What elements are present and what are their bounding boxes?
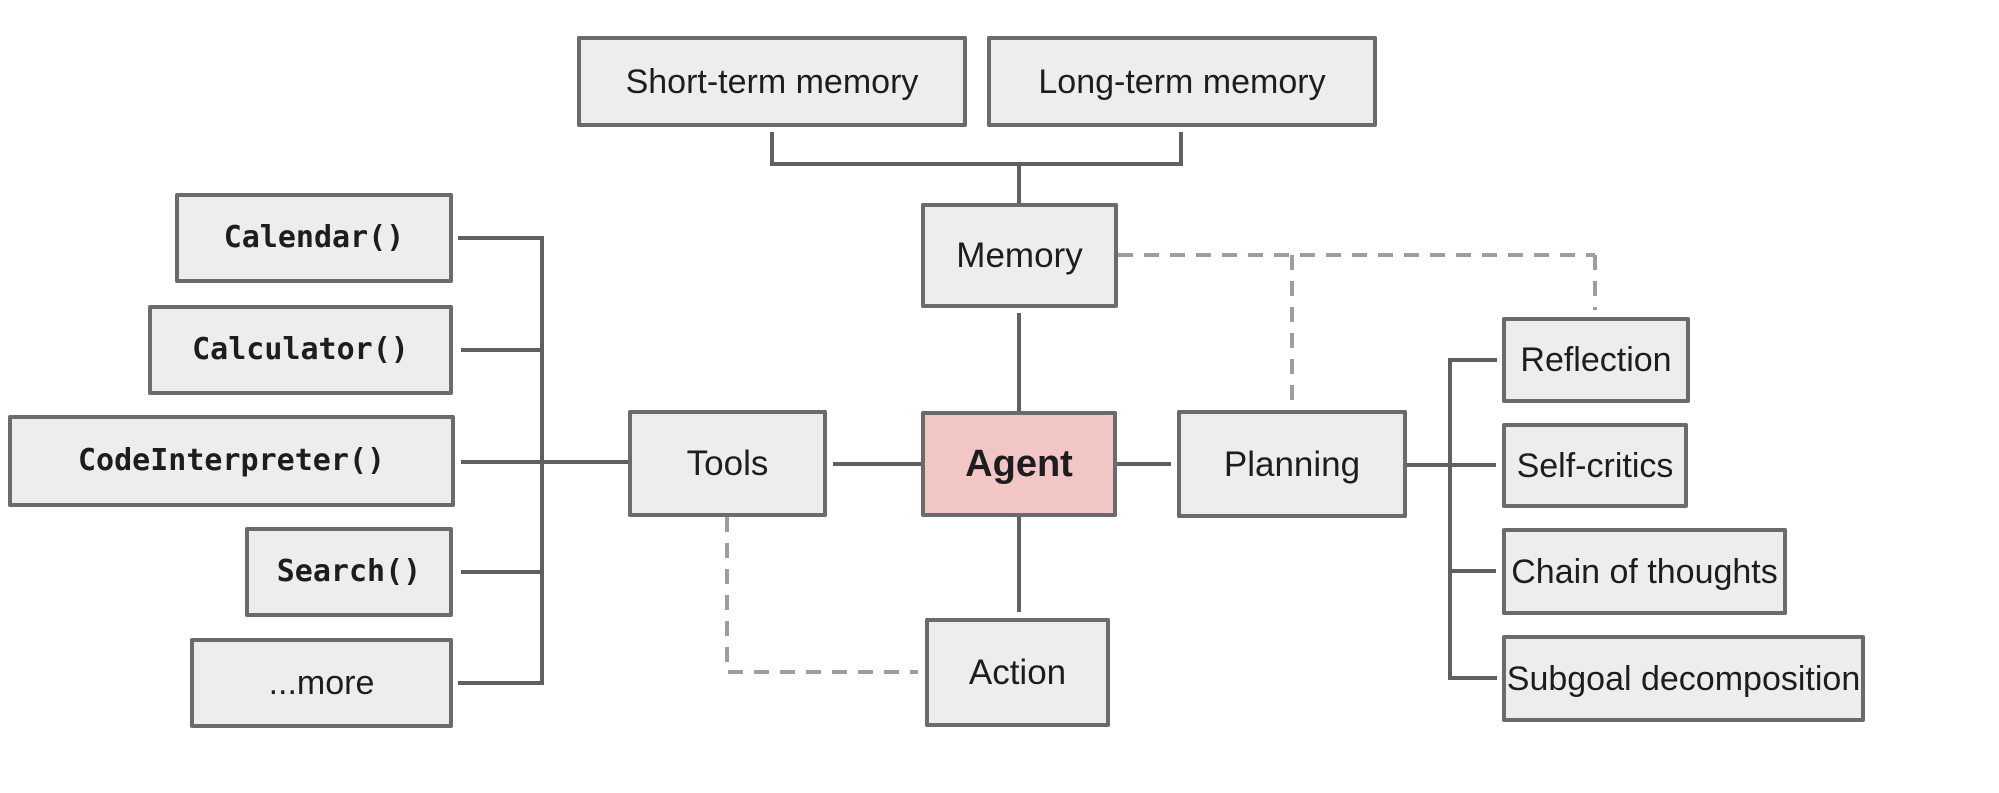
node-agent: Agent xyxy=(921,411,1117,517)
edge-left-trunk-calendar-more xyxy=(458,236,544,685)
node-search: Search() xyxy=(245,527,453,617)
node-agent-label: Agent xyxy=(965,443,1073,485)
node-chain-of-thoughts: Chain of thoughts xyxy=(1502,528,1787,615)
node-reflection: Reflection xyxy=(1502,317,1690,403)
node-more: ...more xyxy=(190,638,453,728)
node-code-interpreter-label: CodeInterpreter() xyxy=(77,443,386,478)
node-calculator: Calculator() xyxy=(148,305,453,395)
node-short-term-memory: Short-term memory xyxy=(577,36,967,127)
node-memory-label: Memory xyxy=(956,236,1083,275)
node-action: Action xyxy=(925,618,1110,727)
node-code-interpreter: CodeInterpreter() xyxy=(8,415,455,507)
node-subgoal-decomposition: Subgoal decomposition xyxy=(1502,635,1865,722)
node-long-term-memory-label: Long-term memory xyxy=(1038,62,1326,101)
node-action-label: Action xyxy=(968,653,1067,692)
edge-memory-to-shortterm-longterm xyxy=(770,132,1183,166)
node-planning-label: Planning xyxy=(1223,444,1361,484)
node-calendar-label: Calendar() xyxy=(223,220,405,255)
node-tools-label: Tools xyxy=(686,444,769,483)
node-short-term-memory-label: Short-term memory xyxy=(625,62,919,101)
node-self-critics-label: Self-critics xyxy=(1516,446,1674,485)
edge-tools-to-action-dashed xyxy=(725,517,918,674)
node-memory: Memory xyxy=(921,203,1118,308)
node-planning: Planning xyxy=(1177,410,1407,518)
node-calculator-label: Calculator() xyxy=(192,332,409,367)
node-long-term-memory: Long-term memory xyxy=(987,36,1377,127)
node-chain-of-thoughts-label: Chain of thoughts xyxy=(1511,552,1778,591)
node-self-critics: Self-critics xyxy=(1502,423,1688,508)
edge-right-trunk-reflection-subgoal xyxy=(1448,358,1497,680)
node-search-label: Search() xyxy=(276,554,422,589)
node-reflection-label: Reflection xyxy=(1520,341,1672,379)
node-calendar: Calendar() xyxy=(175,193,453,283)
node-subgoal-decomposition-label: Subgoal decomposition xyxy=(1506,659,1861,698)
node-more-label: ...more xyxy=(268,664,375,702)
node-tools: Tools xyxy=(628,410,827,517)
